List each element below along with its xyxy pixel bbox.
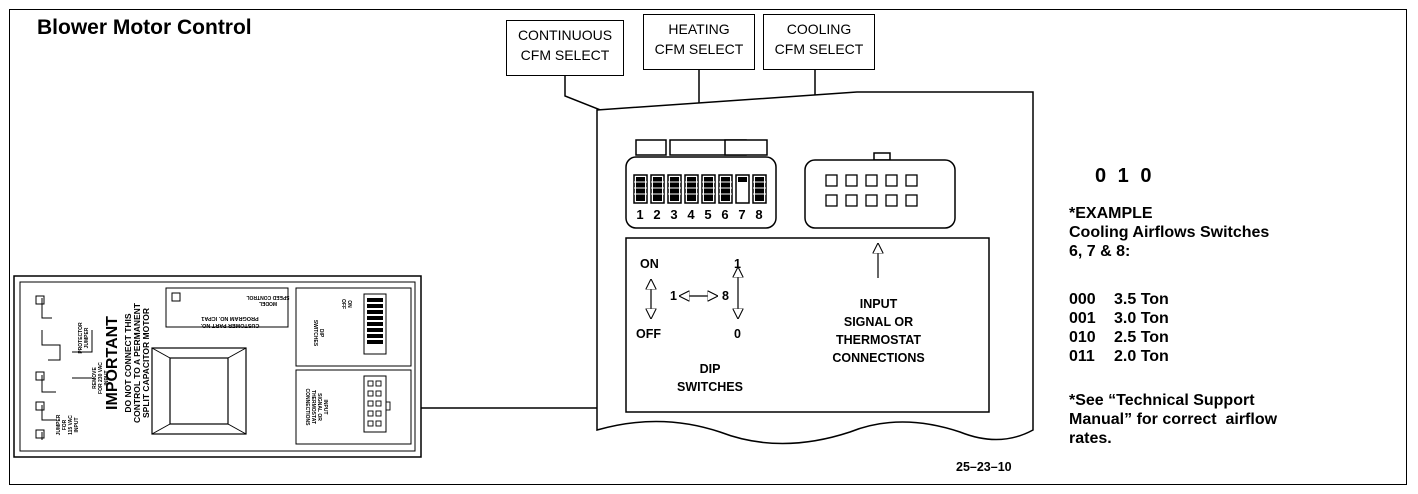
small-warn2: CONTROL TO A PERMANENT [132,302,142,423]
dip-number: 5 [704,207,711,222]
note-line3: rates. [1069,430,1112,447]
example-note: *See “Technical Support Manual” for corr… [1069,391,1277,448]
box-line2: CFM SELECT [654,41,744,57]
legend-dip-switches: DIP SWITCHES [655,360,765,396]
box-line2: CFM SELECT [774,41,864,57]
example-line2: Cooling Airflows Switches [1069,224,1270,241]
small-important: IMPORTANT [104,316,121,410]
small-thermostat: THERMOSTAT [310,390,316,424]
small-for230: FOR 230 VAC [98,362,104,394]
dip-switch-2 [650,174,665,204]
row-value: 2.0 Ton [1114,348,1169,365]
legend-input-signal: INPUT SIGNAL OR THERMOSTAT CONNECTIONS [816,295,941,367]
dip-switch-6 [718,174,733,204]
legend-off-label: OFF [636,327,661,341]
example-table: 000 3.5 Ton 001 3.0 Ton 010 2.5 Ton 011 2.0 … [1069,290,1169,366]
note-line2: Manual” for correct airflow [1069,411,1278,428]
row-code: 011 [1069,348,1095,365]
dip-group-brackets [635,139,768,156]
example-heading: *EXAMPLE Cooling Airflows Switches 6, 7 … [1069,204,1269,261]
input-line3: THERMOSTAT [836,333,921,347]
small-on: ON [346,300,352,308]
input-connector [804,159,956,229]
legend-arrows [651,244,878,318]
dip-switch-3 [667,174,682,204]
legend-box [625,237,990,413]
small-remove: REMOVE [92,367,98,389]
dip-number: 4 [687,207,695,222]
small-input-vac: INPUT [104,371,110,386]
small-protector: PROTECTOR [78,322,84,354]
small-model: MODEL [259,300,277,306]
dip-switch-numbers: 1 2 3 4 5 6 7 8 [636,207,762,222]
dip-number: 7 [738,207,745,222]
small-speed: SPEED CONTROL [246,294,289,300]
note-line1: *See “Technical Support [1069,392,1255,409]
row-value: 2.5 Ton [1114,329,1169,346]
small-jumper2: JUMPER [56,414,62,435]
dip-switches [633,174,767,204]
figure-title: Blower Motor Control [37,16,252,39]
input-line2: SIGNAL OR [843,315,914,329]
legend-on-label: ON [640,257,659,271]
small-warn1: DO NOT CONNECT THIS [123,313,133,412]
row-value: 3.5 Ton [1114,291,1169,308]
input-line4: CONNECTIONS [832,351,925,365]
example-row: 010 2.5 Ton [1069,328,1169,347]
legend-range-end: 8 [722,289,729,303]
dip-switch-4 [684,174,699,204]
dip-switch-8 [752,174,767,204]
dip-number: 6 [721,207,728,222]
small-program: PROGRAM NO. ICPA1 [201,315,258,321]
dip-switch-1 [633,174,648,204]
small-customer: CUSTOMER PART NO. [200,322,259,328]
dip-switch-7 [735,174,750,204]
example-row: 000 3.5 Ton [1069,290,1169,309]
small-control-board: IMPORTANT DO NOT CONNECT THIS CONTROL TO… [13,275,422,458]
small-switches: SWITCHES [312,320,318,347]
example-line1: *EXAMPLE [1069,205,1153,222]
dip-line2: SWITCHES [677,380,743,394]
input-line1: INPUT [859,297,898,311]
legend-zero-label: 0 [734,327,741,341]
connector-tab [873,152,891,161]
box-line1: HEATING [668,21,730,37]
dip-number: 8 [755,207,762,222]
small-input2: INPUT [74,418,80,433]
row-code: 000 [1069,291,1096,308]
example-row: 001 3.0 Ton [1069,309,1169,328]
box-line1: COOLING [786,21,852,37]
small-jumper: JUMPER [84,327,90,348]
example-row: 011 2.0 Ton [1069,347,1169,366]
continuous-cfm-select-box: CONTINUOUS CFM SELECT [506,20,624,76]
small-vac115: 115 VAC [68,415,74,435]
heating-cfm-select-box: HEATING CFM SELECT [643,14,755,70]
legend-range-start: 1 [670,289,677,303]
connector-pins [825,174,918,207]
row-value: 3.0 Ton [1114,310,1169,327]
small-off: OFF [340,299,346,309]
dip-number: 3 [670,207,677,222]
example-line3: 6, 7 & 8: [1069,243,1131,260]
dip-switch-5 [701,174,716,204]
dip-line1: DIP [699,362,721,376]
dip-number: 1 [636,207,643,222]
small-warn3: SPLIT CAPACITOR MOTOR [141,308,151,418]
small-signal: SIGNAL OR [316,393,322,421]
small-dip: DIP [318,329,324,338]
small-connections: CONNECTIONS [304,389,310,427]
row-code: 001 [1069,310,1096,327]
example-code: 0 1 0 [1095,165,1155,187]
box-line2: CFM SELECT [520,47,610,63]
row-code: 010 [1069,329,1096,346]
box-line1: CONTINUOUS [517,27,613,43]
small-for115: FOR [62,419,68,430]
figure-id: 25–23–10 [956,460,1012,474]
figure-frame [9,9,1407,485]
dip-number: 2 [653,207,660,222]
small-input: INPUT [322,400,328,415]
legend-one-label: 1 [734,257,741,271]
cooling-cfm-select-box: COOLING CFM SELECT [763,14,875,70]
